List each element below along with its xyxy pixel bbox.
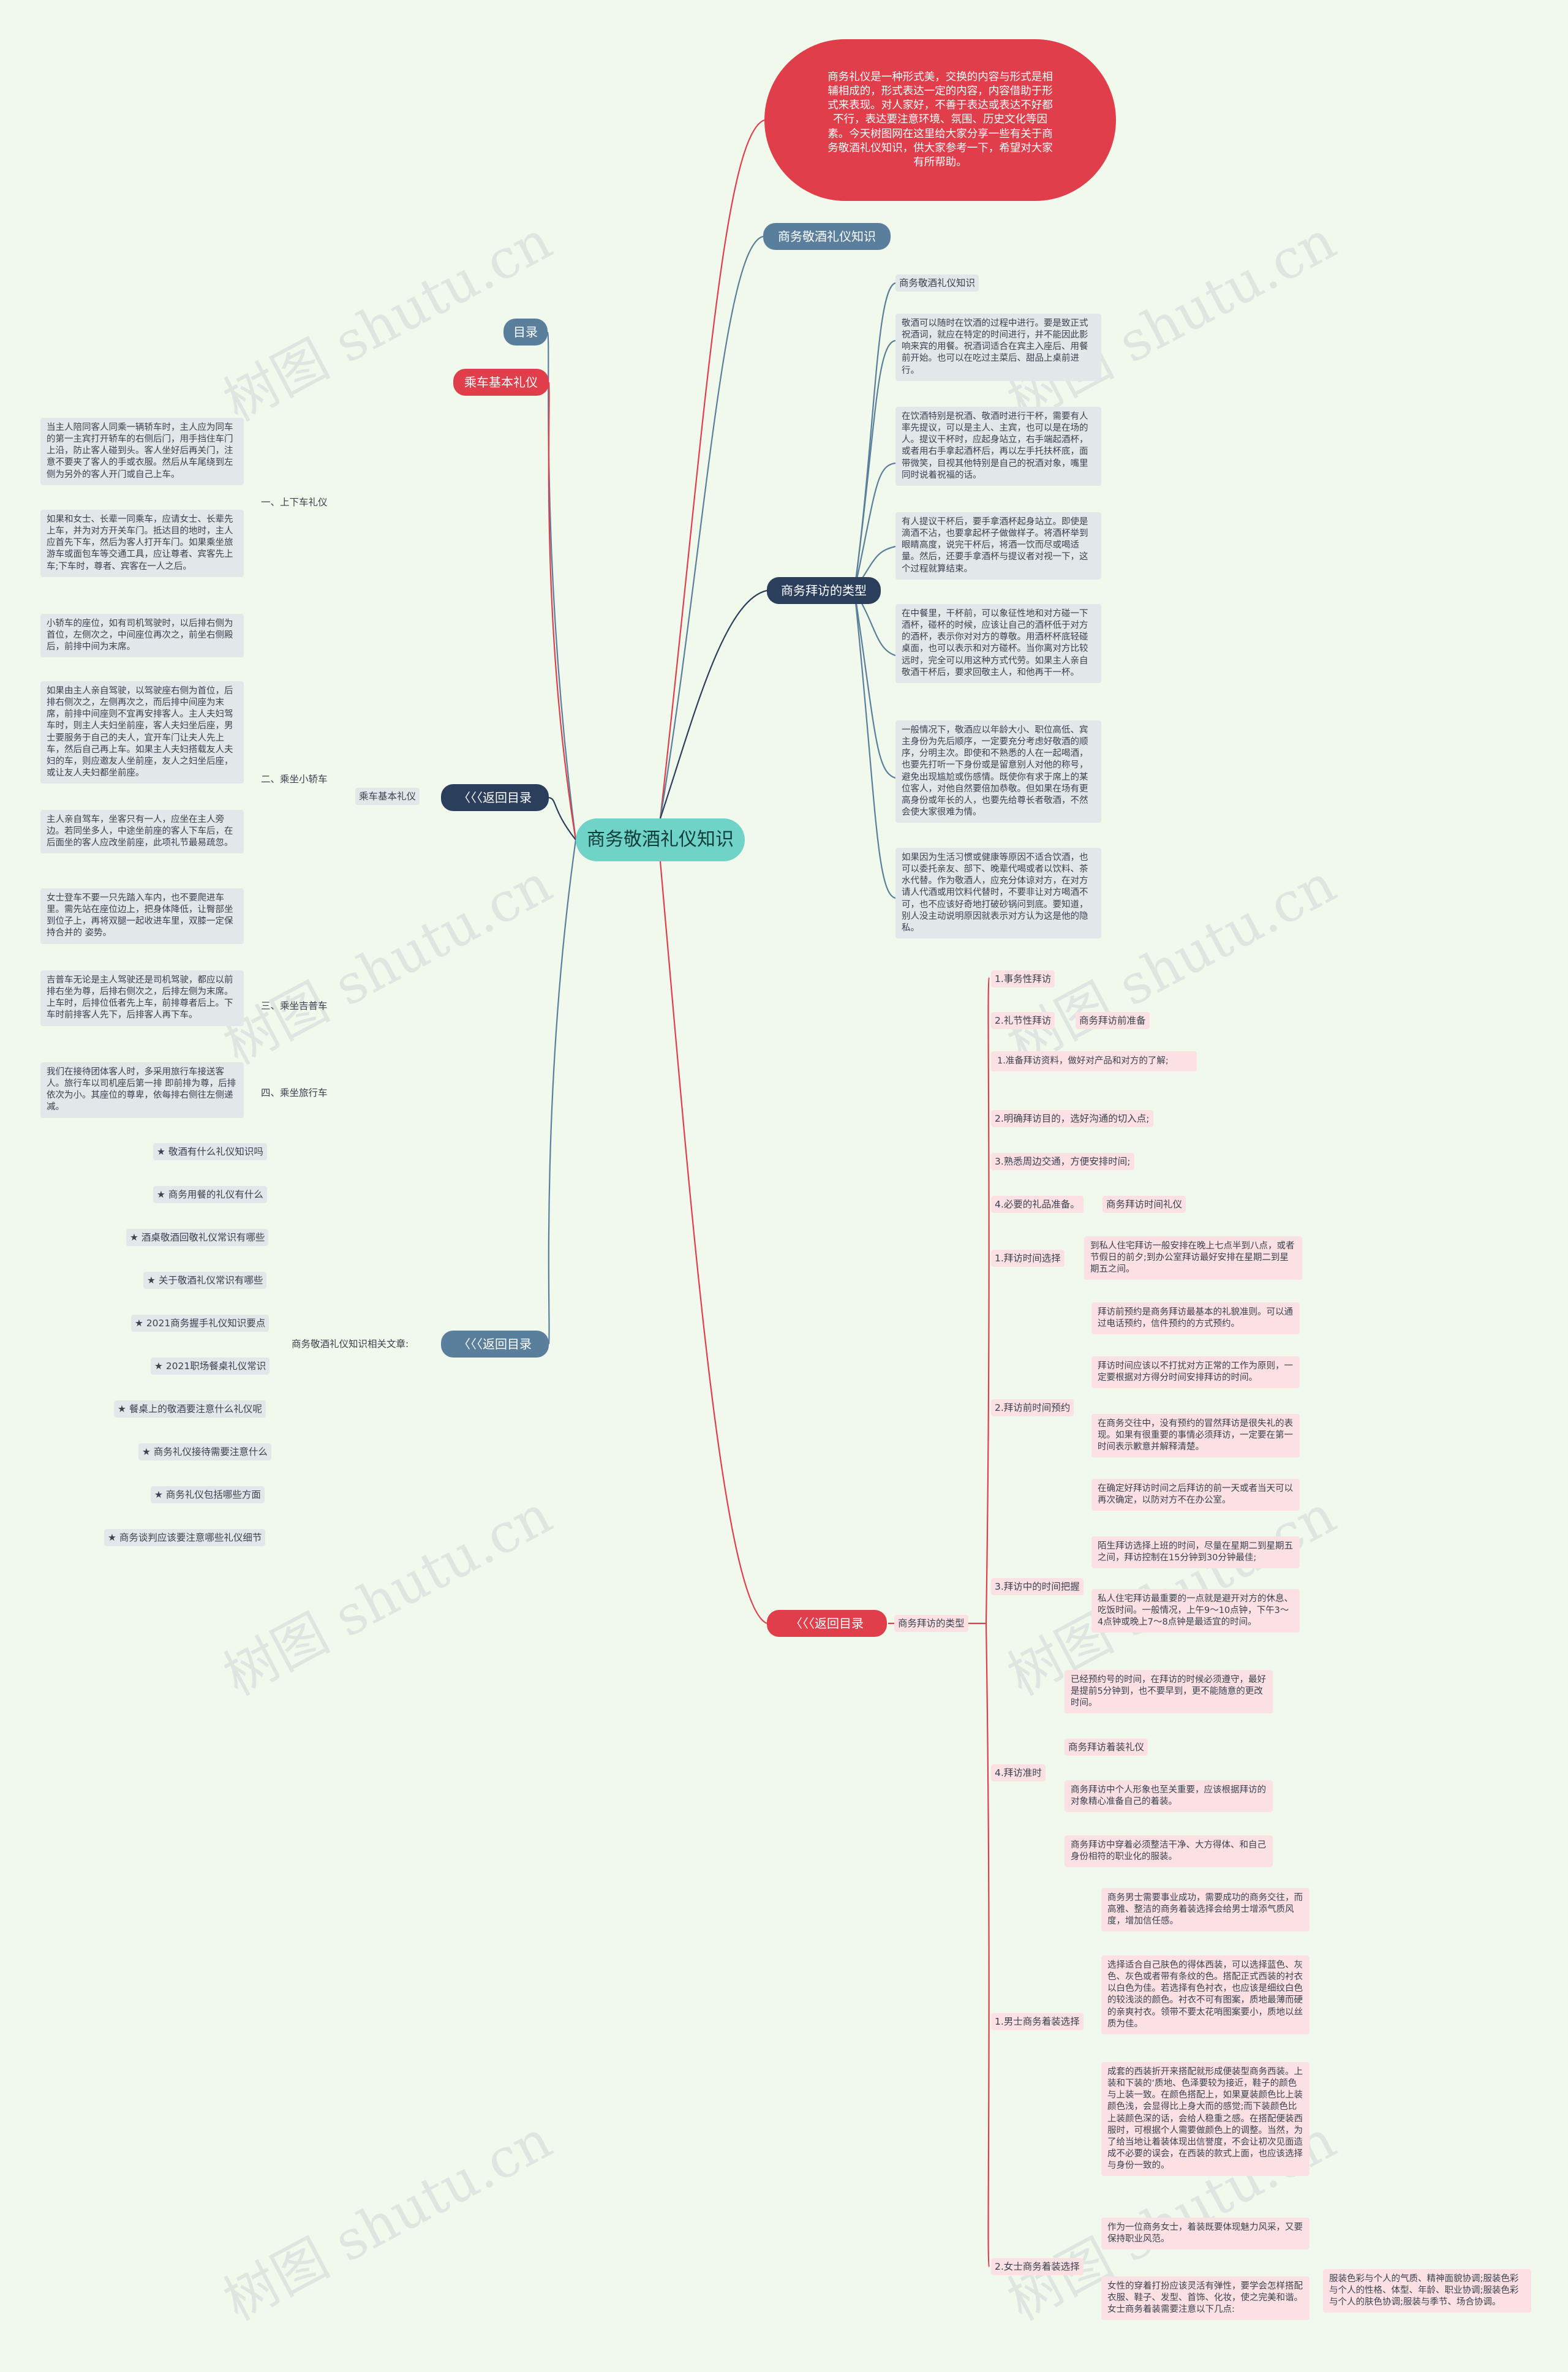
visit-item-3: 2.明确拜访目的，选好沟通的切入点;	[991, 1110, 1153, 1127]
toast-item-0: 商务敬酒礼仪知识	[895, 274, 979, 292]
car-group-2: 三、乘坐吉普车	[261, 1000, 328, 1011]
visit-item-11: 2.女士商务着装选择	[991, 2258, 1084, 2275]
toast-item-5: 一般情况下，敬酒应以年龄大小、职位高低、宾主身份为先后顺序，一定要充分考虑好敬酒…	[895, 720, 1101, 823]
visit-item-7: 2.拜访前时间预约	[991, 1399, 1074, 1416]
car-group-0: 一、上下车礼仪	[261, 496, 328, 508]
back-to-toc-car[interactable]: 〈〈〈返回目录	[441, 784, 549, 811]
car-group-1-item-1: 如果由主人亲自驾驶，以驾驶座右侧为首位，后排右侧次之，左侧再次之，而后排中间座为…	[40, 681, 244, 784]
visit-item-10-child-1: 选择适合自己肤色的得体西装，可以选择蓝色、灰色、灰色或者带有条纹的色。搭配正式西…	[1101, 1955, 1310, 2034]
car-group-1-item-3: 女士登车不要一只先踏入车内，也不要爬进车里。需先站在座位边上，把身体降低，让臀部…	[40, 888, 244, 944]
toast-item-6: 如果因为生活习惯或健康等原因不适合饮酒，也可以委托亲友、部下、晚辈代喝或者以饮料…	[895, 848, 1101, 939]
branch-title-node[interactable]: 商务敬酒礼仪知识	[763, 223, 891, 250]
visit-item-8-child-1: 私人住宅拜访最重要的一点就是避开对方的休息、吃饭时间。一般情况，上午9～10点钟…	[1091, 1589, 1300, 1633]
visit-item-4: 3.熟悉周边交通，方便安排时间;	[991, 1153, 1134, 1170]
visit-item-10: 1.男士商务着装选择	[991, 2013, 1084, 2030]
car-group-1-item-2: 主人亲自驾车，坐客只有一人，应坐在主人旁边。若同坐多人，中途坐前座的客人下车后，…	[40, 810, 244, 854]
visit-item-8: 3.拜访中的时间把握	[991, 1578, 1084, 1595]
car-group-1: 二、乘坐小轿车	[261, 773, 328, 785]
visit-item-10-child-2: 成套的西装折开来搭配就形成便装型商务西装。上装和下装的‘质地、色泽要较为接近，鞋…	[1101, 2062, 1310, 2177]
article-link-6[interactable]: ★ 餐桌上的敬酒要注意什么礼仪呢	[114, 1400, 266, 1418]
visit-item-2: 1.准备拜访资料，做好对产品和对方的了解;	[991, 1051, 1197, 1072]
toast-item-4: 在中餐里，干杯前，可以象征性地和对方碰一下酒杯，碰杯的时候，应该让自己的酒杯低于…	[895, 604, 1101, 683]
visit-types-node: 商务拜访的类型	[894, 1615, 968, 1632]
toast-item-2: 在饮酒特别是祝酒、敬酒时进行干杯，需要有人率先提议，可以是主人、主宾，也可以是在…	[895, 407, 1101, 486]
car-group-0-item-1: 如果和女士、长辈一同乘车，应请女士、长辈先上车，并为对方开关车门。抵达目的地时，…	[40, 510, 244, 577]
visit-item-5: 4.必要的礼品准备。	[991, 1196, 1084, 1213]
articles-sub-node: 商务敬酒礼仪知识相关文章:	[292, 1338, 409, 1350]
article-link-0[interactable]: ★ 敬酒有什么礼仪知识吗	[153, 1143, 267, 1160]
toast-item-3: 有人提议干杯后，要手拿酒杯起身站立。即使是滴酒不沾，也要拿起杯子做做样子。将酒杯…	[895, 512, 1101, 580]
article-link-2[interactable]: ★ 酒桌敬酒回敬礼仪常识有哪些	[126, 1229, 269, 1246]
visit-item-7-child-0: 拜访前预约是商务拜访最基本的礼貌准则。可以通过电话预约，信件预约的方式预约。	[1091, 1302, 1300, 1335]
article-link-1[interactable]: ★ 商务用餐的礼仪有什么	[153, 1186, 267, 1203]
visit-item-6: 1.拜访时间选择	[991, 1250, 1065, 1267]
branch-toast-types[interactable]: 商务拜访的类型	[767, 577, 881, 604]
car-group-0-item-0: 当主人陪同客人同乘一辆轿车时，主人应为同车的第一主宾打开轿车的右侧后门，用手挡住…	[40, 418, 244, 485]
car-group-3-item-0: 我们在接待团体客人时，多采用旅行车接送客人。旅行车以司机座后第一排 即前排为尊，…	[40, 1062, 244, 1118]
visit-item-1-child-0: 商务拜访前准备	[1076, 1012, 1150, 1029]
toc-node[interactable]: 目录	[503, 319, 548, 346]
visit-item-11-extra: 服装色彩与个人的气质、精神面貌协调;服装色彩与个人的性格、体型、年龄、职业协调;…	[1323, 2269, 1531, 2313]
branch-visit-back-to-toc[interactable]: 〈〈〈返回目录	[767, 1610, 887, 1637]
car-group-3: 四、乘坐旅行车	[261, 1087, 328, 1098]
visit-item-6-child-0: 到私人住宅拜访一般安排在晚上七点半到八点，或者节假日的前夕;到办公室拜访最好安排…	[1084, 1236, 1302, 1280]
article-link-3[interactable]: ★ 关于敬酒礼仪常识有哪些	[143, 1272, 267, 1289]
article-link-8[interactable]: ★ 商务礼仪包括哪些方面	[151, 1486, 265, 1503]
visit-item-9-child-2: 商务拜访中个人形象也至关重要，应该根据拜访的对象精心准备自己的着装。	[1065, 1780, 1273, 1813]
article-link-9[interactable]: ★ 商务谈判应该要注意哪些礼仪细节	[104, 1529, 266, 1546]
visit-item-1: 2.礼节性拜访	[991, 1012, 1055, 1029]
visit-item-7-child-3: 在确定好拜访时间之后拜访的前一天或者当天可以再次确定，以防对方不在办公室。	[1091, 1479, 1300, 1511]
visit-item-7-child-1: 拜访时间应该以不打扰对方正常的工作为原则，一定要根据对方得分时间安排拜访的时间。	[1091, 1356, 1300, 1389]
visit-item-11-child-1: 女性的穿着打扮应该灵活有弹性，要学会怎样搭配衣服、鞋子、发型、首饰、化妆，使之完…	[1101, 2276, 1310, 2321]
visit-item-9-child-1: 商务拜访着装礼仪	[1065, 1739, 1148, 1756]
visit-item-8-child-0: 陌生拜访选择上班的时间，尽量在星期二到星期五之间，拜访控制在15分钟到30分钟最…	[1091, 1536, 1300, 1569]
car-group-2-item-0: 吉普车无论是主人驾驶还是司机驾驶，都应以前排右坐为尊，后排右侧次之，后排左侧为末…	[40, 970, 244, 1026]
visit-item-11-child-0: 作为一位商务女士，着装既要体现魅力风采，又要保持职业风范。	[1101, 2218, 1310, 2250]
car-group-1-item-0: 小轿车的座位，如有司机驾驶时，以后排右侧为首位，左侧次之，中间座位再次之，前坐右…	[40, 614, 244, 658]
visit-item-9-child-3: 商务拜访中穿着必须整洁干净、大方得体、和自己身份相符的职业化的服装。	[1065, 1835, 1273, 1868]
visit-item-10-child-0: 商务男士需要事业成功，需要成功的商务交往，而高雅、整洁的商务着装选择会给男士增添…	[1101, 1888, 1310, 1932]
article-link-7[interactable]: ★ 商务礼仪接待需要注意什么	[138, 1443, 271, 1460]
visit-item-5-child-0: 商务拜访时间礼仪	[1102, 1196, 1186, 1213]
article-link-5[interactable]: ★ 2021职场餐桌礼仪常识	[151, 1358, 270, 1375]
back-to-toc-articles[interactable]: 〈〈〈返回目录	[441, 1331, 549, 1358]
visit-item-7-child-2: 在商务交往中，没有预约的冒然拜访是很失礼的表现。如果有很重要的事情必须拜访，一定…	[1091, 1414, 1300, 1458]
toast-item-1: 敬酒可以随时在饮酒的过程中进行。要是致正式祝酒词，就应在特定的时间进行，并不能因…	[895, 314, 1101, 381]
intro-bubble: 商务礼仪是一种形式美，交换的内容与形式是相辅相成的，形式表达一定的内容，内容借助…	[764, 39, 1116, 201]
article-link-4[interactable]: ★ 2021商务握手礼仪知识要点	[131, 1315, 270, 1332]
visit-item-9: 4.拜访准时	[991, 1764, 1046, 1781]
visit-item-9-child-0: 已经预约号的时间，在拜访的时候必须遵守，最好是提前5分钟到，也不要早到，更不能随…	[1065, 1670, 1273, 1714]
car-etiquette-node[interactable]: 乘车基本礼仪	[453, 369, 549, 396]
visit-item-0: 1.事务性拜访	[991, 970, 1055, 988]
root-node[interactable]: 商务敬酒礼仪知识	[576, 818, 745, 861]
car-sub-node: 乘车基本礼仪	[355, 788, 420, 805]
